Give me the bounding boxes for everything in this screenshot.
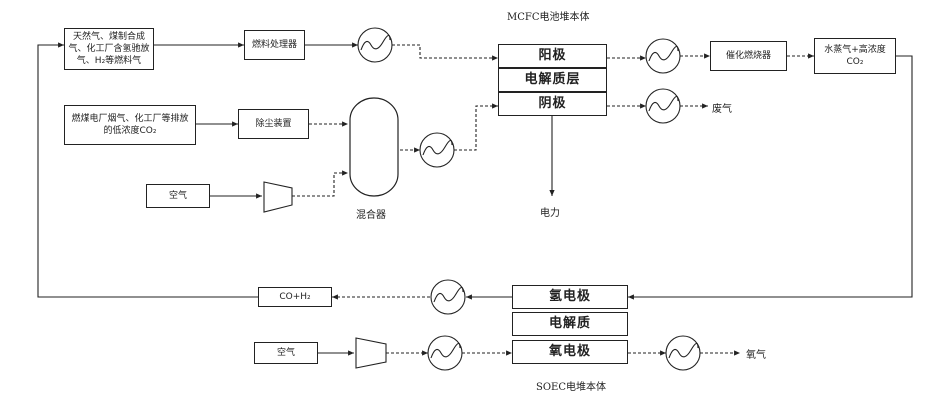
mcfc-exhaust-label: 废气 (712, 100, 732, 115)
arrow-hx1-to-anode (392, 45, 498, 58)
compressor-1-icon (264, 182, 292, 212)
mcfc-electrolyte-layer: 电解质层 (498, 68, 607, 92)
fuel-processor: 燃料处理器 (244, 30, 305, 60)
heat-exchanger-5-icon (431, 280, 465, 314)
oxygen-output-label: 氧气 (746, 346, 766, 361)
mcfc-anode: 阳极 (498, 44, 607, 68)
dust-remover: 除尘装置 (238, 109, 309, 139)
catalytic-burner: 催化燃烧器 (710, 41, 787, 71)
heat-exchanger-7-icon (666, 336, 700, 370)
mixer-label: 混合器 (356, 206, 386, 221)
arrow-hx4-to-cathode (454, 106, 498, 150)
soec-hydrogen-electrode: 氢电极 (512, 285, 628, 309)
air-input-1: 空气 (146, 184, 210, 208)
flue-gas-input: 燃煤电厂烟气、化工厂等排放的低浓度CO₂ (64, 105, 196, 145)
fuel-gas-input: 天然气、煤制合成气、化工厂含氢驰放气、H₂等燃料气 (64, 28, 154, 70)
arrow-coh2-recycle (38, 45, 258, 297)
mcfc-cathode: 阴极 (498, 92, 607, 116)
soec-electrolyte: 电解质 (512, 312, 628, 336)
heat-exchanger-4-icon (420, 133, 454, 167)
heat-exchanger-1-icon (358, 28, 392, 62)
power-output-label: 电力 (540, 204, 560, 219)
heat-exchanger-2-icon (646, 39, 680, 73)
soec-stack-title: SOEC电堆本体 (536, 378, 606, 393)
arrow-compressor-to-mixer (292, 173, 348, 196)
mixer-vessel (350, 98, 398, 196)
co-h2-output: CO+H₂ (258, 287, 332, 307)
mcfc-stack-title: MCFC电池堆本体 (507, 8, 589, 23)
soec-oxygen-electrode: 氧电极 (512, 340, 628, 364)
air-input-2: 空气 (254, 342, 318, 364)
compressor-2-icon (356, 338, 386, 368)
steam-co2-output: 水蒸气+高浓度CO₂ (814, 38, 896, 74)
heat-exchanger-3-icon (646, 89, 680, 123)
heat-exchanger-6-icon (428, 336, 462, 370)
